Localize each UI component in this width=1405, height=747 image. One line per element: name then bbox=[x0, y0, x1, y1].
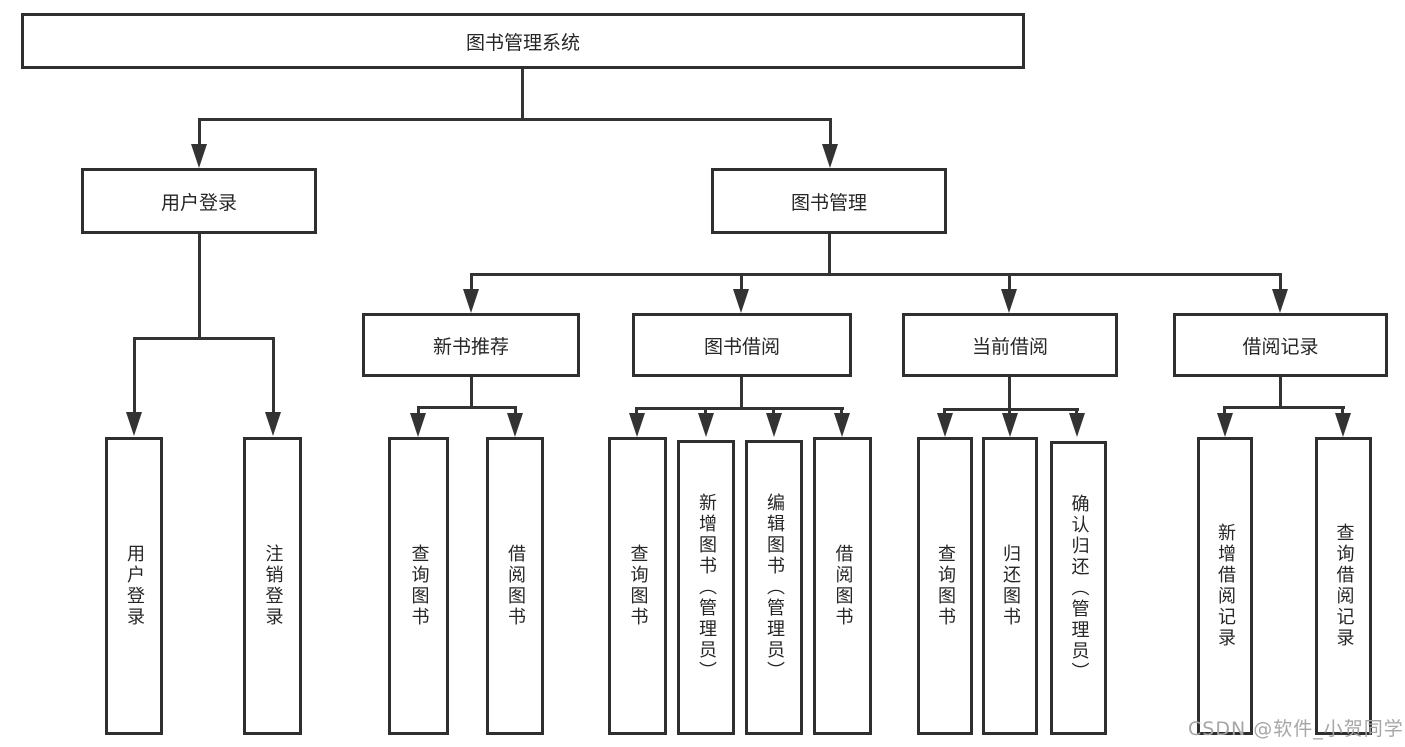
connector-borrow-stem bbox=[740, 377, 743, 407]
connector-drop-current bbox=[1008, 273, 1011, 289]
leaf-user-login: 用户登录 bbox=[105, 437, 163, 735]
leaf-rec-search-books: 查询图书 bbox=[388, 437, 449, 735]
connector-drop-user-login bbox=[198, 118, 201, 146]
leaf-logout-label: 注销登录 bbox=[262, 544, 284, 628]
connector-drop-leaf-user-login bbox=[133, 337, 136, 413]
leaf-rec-borrow-books: 借阅图书 bbox=[486, 437, 544, 735]
connector-drop-records bbox=[1279, 273, 1282, 289]
connector-rec-split bbox=[417, 406, 517, 409]
connector-borrow-split bbox=[635, 407, 844, 410]
leaf-borrow-add-books-admin: 新增图书（管理员） bbox=[677, 440, 735, 735]
leaf-borrow-borrow-books: 借阅图书 bbox=[813, 437, 872, 735]
leaf-hist-search-record: 查询借阅记录 bbox=[1315, 437, 1372, 735]
node-library-management-system: 图书管理系统 bbox=[21, 13, 1025, 69]
arrowhead-current bbox=[1001, 289, 1017, 313]
arrowhead-borrow-3 bbox=[766, 413, 782, 437]
connector-borrow-drop-3 bbox=[772, 407, 775, 414]
connector-borrow-drop-2 bbox=[704, 407, 707, 414]
node-book-borrowing: 图书借阅 bbox=[632, 313, 852, 377]
arrowhead-cur-2 bbox=[1002, 413, 1018, 437]
connector-hist-split bbox=[1223, 406, 1345, 409]
arrowhead-cur-1 bbox=[937, 413, 953, 437]
leaf-cur-confirm-return-admin-label: 确认归还（管理员） bbox=[1068, 493, 1090, 683]
arrowhead-cur-3 bbox=[1069, 413, 1085, 437]
leaf-borrow-search-books-label: 查询图书 bbox=[627, 544, 649, 628]
arrowhead-borrow-4 bbox=[834, 413, 850, 437]
leaf-borrow-edit-books-admin: 编辑图书（管理员） bbox=[745, 440, 803, 735]
arrowhead-rec-1 bbox=[410, 413, 426, 437]
connector-cur-split bbox=[943, 408, 1079, 411]
connector-cur-drop-2 bbox=[1008, 408, 1011, 414]
arrowhead-hist-2 bbox=[1335, 413, 1351, 437]
arrowhead-borrow-1 bbox=[629, 413, 645, 437]
leaf-hist-add-record: 新增借阅记录 bbox=[1197, 437, 1253, 735]
node-current-borrowing: 当前借阅 bbox=[902, 313, 1118, 377]
node-book-management: 图书管理 bbox=[711, 168, 947, 234]
leaf-user-login-label: 用户登录 bbox=[124, 544, 145, 628]
leaf-cur-confirm-return-admin: 确认归还（管理员） bbox=[1050, 441, 1107, 735]
connector-drop-leaf-logout bbox=[272, 337, 275, 413]
arrowhead-borrowing bbox=[733, 289, 749, 313]
arrowhead-records bbox=[1272, 289, 1288, 313]
leaf-borrow-search-books: 查询图书 bbox=[608, 437, 667, 735]
connector-user-split bbox=[133, 337, 274, 340]
connector-hist-stem bbox=[1279, 377, 1282, 406]
leaf-cur-search-books: 查询图书 bbox=[917, 437, 973, 735]
leaf-hist-search-record-label: 查询借阅记录 bbox=[1333, 523, 1355, 649]
csdn-watermark: CSDN @软件_小贺同学 bbox=[1188, 718, 1404, 740]
connector-borrow-drop-4 bbox=[840, 407, 843, 414]
leaf-cur-search-books-label: 查询图书 bbox=[935, 544, 956, 628]
leaf-borrow-add-books-admin-label: 新增图书（管理员） bbox=[696, 493, 717, 682]
node-new-book-recommendation: 新书推荐 bbox=[362, 313, 580, 377]
connector-user-stem bbox=[198, 234, 201, 337]
connector-book-stem bbox=[828, 234, 831, 273]
arrowhead-borrow-2 bbox=[698, 413, 714, 437]
connector-root-stem bbox=[521, 68, 524, 118]
leaf-cur-return-books-label: 归还图书 bbox=[1000, 544, 1021, 628]
connector-hist-drop-2 bbox=[1341, 406, 1344, 414]
leaf-rec-borrow-books-label: 借阅图书 bbox=[505, 544, 526, 628]
arrowhead-leaf-user-login bbox=[126, 412, 142, 436]
connector-cur-stem bbox=[1008, 377, 1011, 408]
leaf-borrow-borrow-books-label: 借阅图书 bbox=[832, 544, 854, 628]
node-user-login: 用户登录 bbox=[81, 168, 317, 234]
connector-borrow-drop-1 bbox=[635, 407, 638, 414]
connector-rec-stem bbox=[470, 377, 473, 406]
connector-drop-book-management bbox=[829, 118, 832, 146]
connector-drop-borrowing bbox=[740, 273, 743, 289]
leaf-borrow-edit-books-admin-label: 编辑图书（管理员） bbox=[764, 493, 785, 682]
connector-rec-drop-1 bbox=[417, 406, 420, 414]
leaf-hist-add-record-label: 新增借阅记录 bbox=[1215, 523, 1236, 649]
connector-level3-split bbox=[470, 273, 1282, 276]
connector-level2-split bbox=[198, 118, 832, 121]
arrowhead-leaf-logout bbox=[265, 412, 281, 436]
arrowhead-new-book bbox=[463, 289, 479, 313]
connector-drop-new-book bbox=[470, 273, 473, 289]
connector-cur-drop-1 bbox=[943, 408, 946, 414]
arrowhead-hist-1 bbox=[1217, 413, 1233, 437]
arrowhead-book-management bbox=[822, 144, 838, 168]
connector-rec-drop-2 bbox=[514, 406, 517, 414]
connector-cur-drop-3 bbox=[1075, 408, 1078, 414]
leaf-rec-search-books-label: 查询图书 bbox=[408, 544, 430, 628]
arrowhead-user-login bbox=[191, 144, 207, 168]
arrowhead-rec-2 bbox=[507, 413, 523, 437]
connector-hist-drop-1 bbox=[1223, 406, 1226, 414]
leaf-cur-return-books: 归还图书 bbox=[982, 437, 1038, 735]
leaf-logout: 注销登录 bbox=[243, 437, 302, 735]
node-borrowing-records: 借阅记录 bbox=[1173, 313, 1388, 377]
